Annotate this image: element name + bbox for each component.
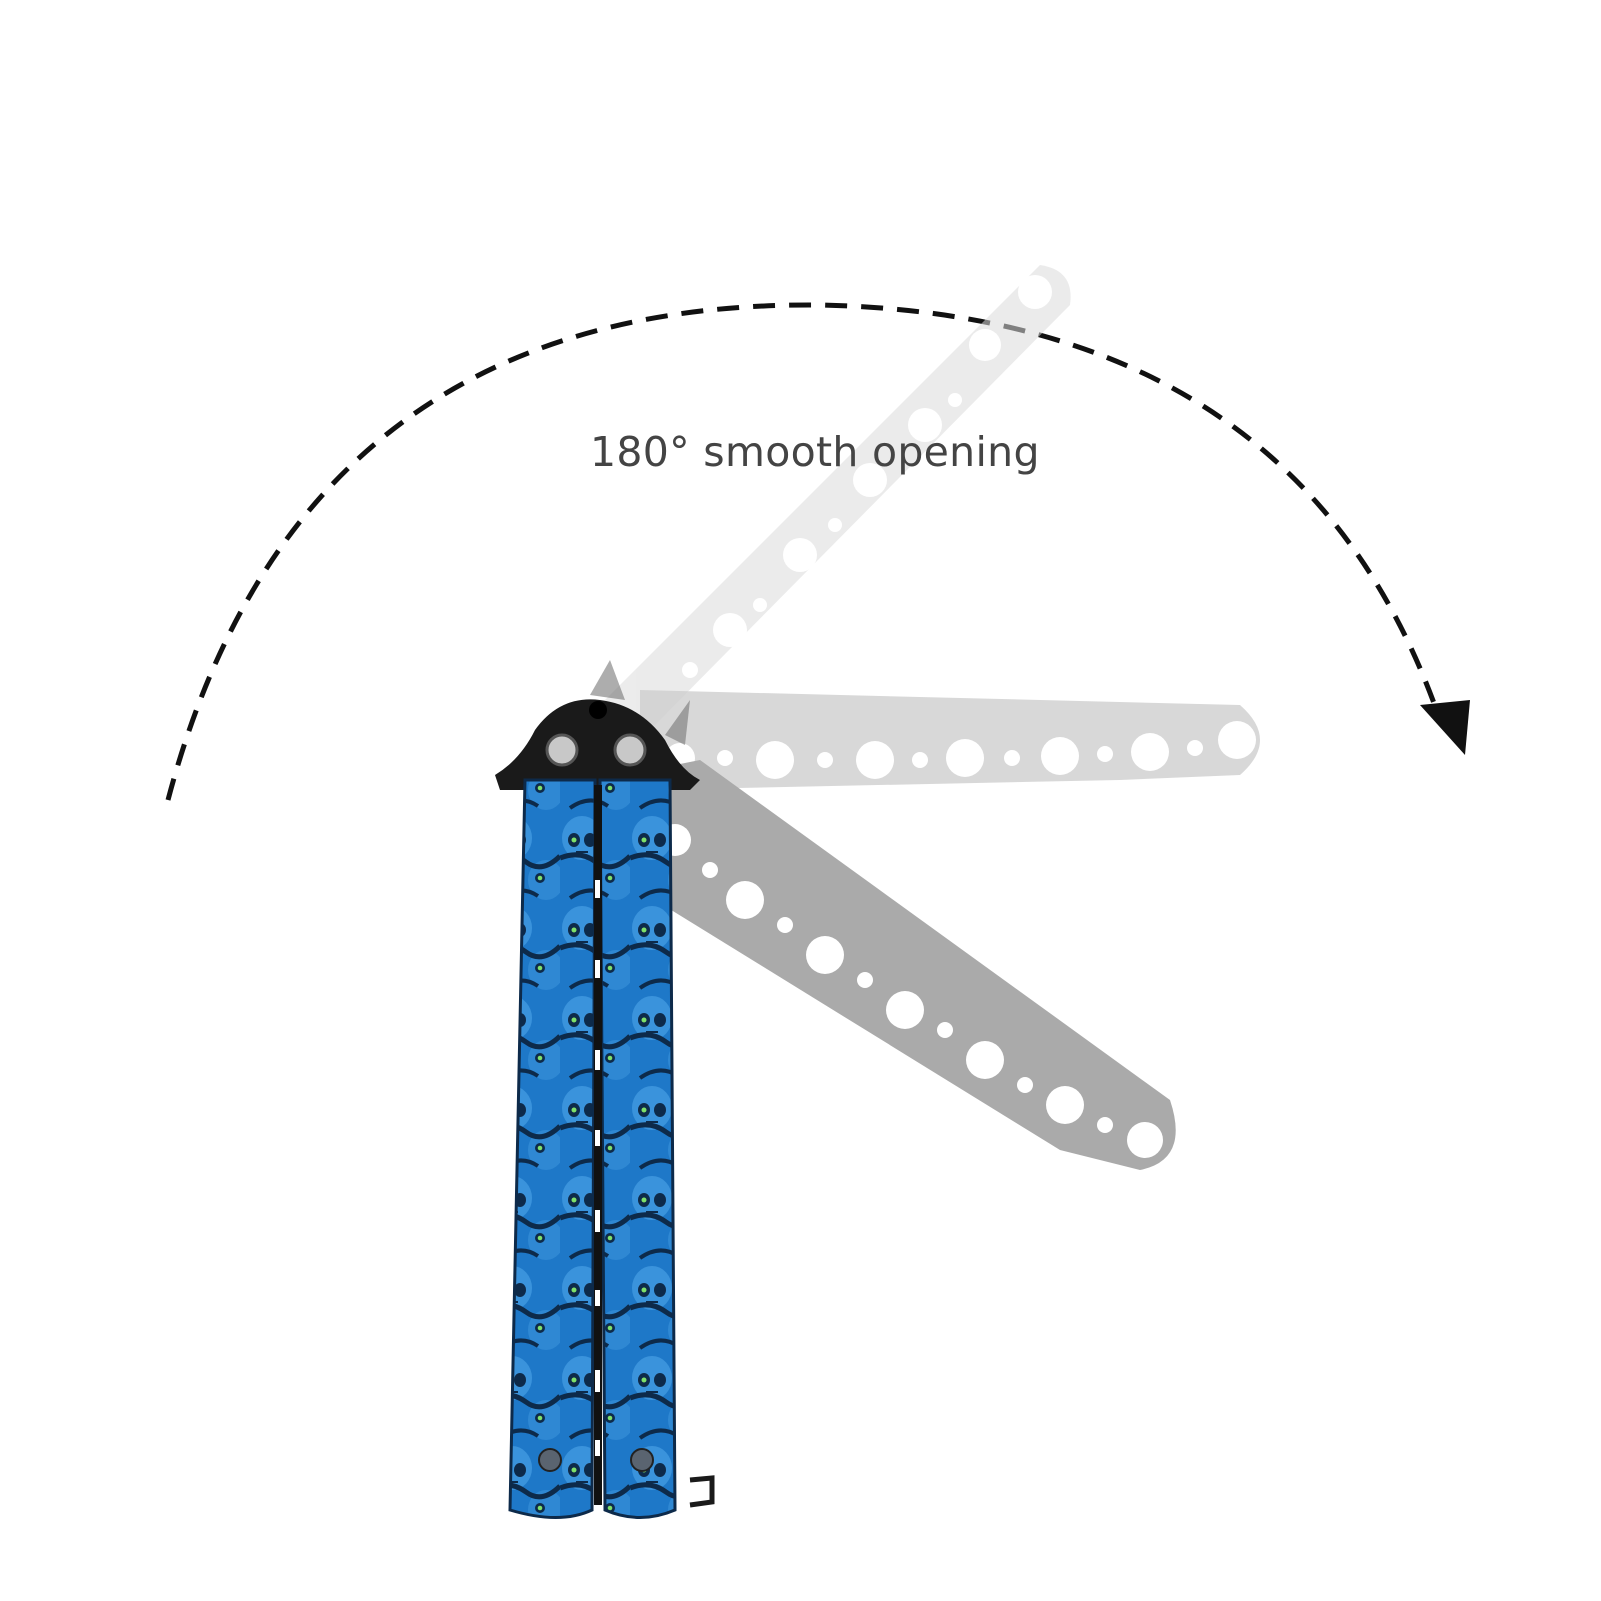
ghost-blade-far — [605, 265, 1071, 730]
handle-right — [598, 733, 715, 1519]
screw-right — [630, 1448, 654, 1472]
arc-arrowhead-icon — [1420, 700, 1470, 755]
handle-left — [508, 733, 597, 1519]
feature-caption: 180° smooth opening — [590, 428, 1040, 476]
pivot-pin-right — [613, 733, 647, 767]
latch — [689, 1475, 715, 1508]
closed-blade-slit — [594, 785, 602, 1505]
screw-left — [538, 1448, 562, 1472]
rotation-arc — [165, 302, 1470, 801]
ghost-blade-middle — [640, 690, 1260, 790]
ghost-blade-near — [650, 760, 1176, 1170]
pivot-head — [495, 660, 700, 790]
pivot-pin-left — [545, 733, 579, 767]
